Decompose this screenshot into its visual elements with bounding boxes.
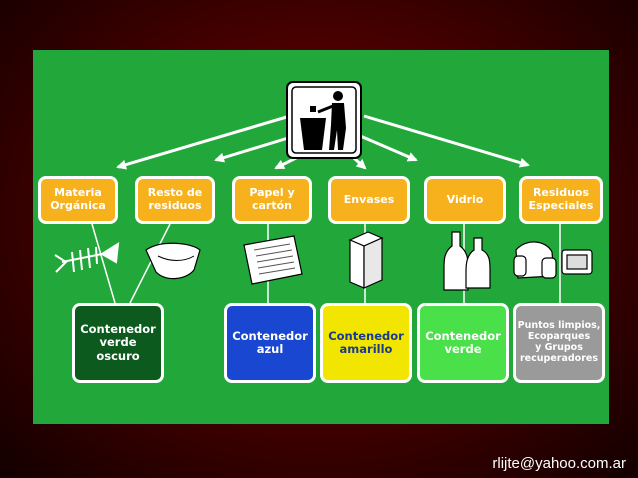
category-materia-organica: Materia Orgánica <box>38 176 118 224</box>
category-vidrio: Vidrio <box>424 176 506 224</box>
arrow-to-resto-residuos <box>214 133 299 163</box>
category-envases: Envases <box>328 176 410 224</box>
arrow-to-vidrio <box>357 133 418 162</box>
category-resto-residuos: Resto de residuos <box>135 176 215 224</box>
container-verde: Contenedor verde <box>417 303 509 383</box>
container-verde-oscuro: Contenedor verde oscuro <box>72 303 164 383</box>
category-papel-carton: Papel y cartón <box>232 176 312 224</box>
trash-bin-person-icon <box>286 81 362 159</box>
diaper-icon <box>145 242 201 280</box>
container-amarillo: Contenedor amarillo <box>320 303 412 383</box>
fish-bone-icon <box>54 242 120 273</box>
arrow-to-materia-organica <box>116 114 291 170</box>
container-puntos-limpios: Puntos limpios, Ecoparques y Grupos recu… <box>513 303 605 383</box>
arrow-to-residuos-especiales <box>363 114 530 168</box>
container-azul: Contenedor azul <box>224 303 316 383</box>
connector-resto <box>129 223 171 304</box>
carton-icon <box>348 231 384 289</box>
category-residuos-especiales: Residuos Especiales <box>519 176 603 224</box>
connector-organica <box>91 223 116 304</box>
footer-email[interactable]: rlijte@yahoo.com.ar <box>492 455 626 472</box>
bottles-icon <box>443 231 491 291</box>
armchair-tv-icon <box>513 241 593 279</box>
newspaper-icon <box>243 235 303 285</box>
